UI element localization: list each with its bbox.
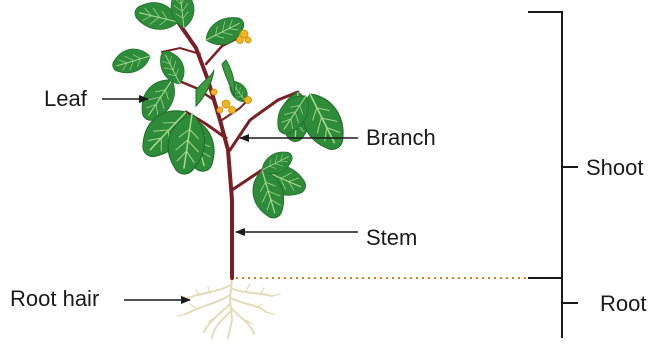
brackets — [528, 12, 578, 338]
root-hair-label: Root hair — [10, 288, 99, 310]
stem-label: Stem — [366, 227, 417, 249]
root-label: Root — [600, 293, 646, 315]
shoot-label: Shoot — [586, 157, 644, 179]
branch-label: Branch — [366, 127, 436, 149]
root-bracket — [528, 278, 562, 338]
root-system — [178, 278, 280, 338]
shoot-bracket — [528, 12, 562, 278]
leaf-label: Leaf — [44, 88, 87, 110]
